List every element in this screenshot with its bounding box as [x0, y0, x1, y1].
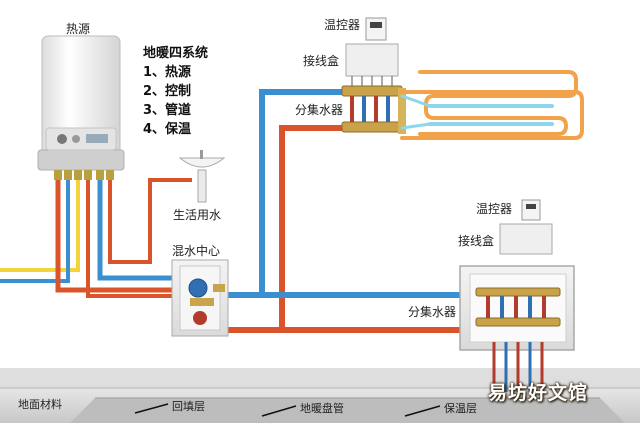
- boiler: [37, 35, 125, 180]
- junction-box-1-icon: [345, 43, 399, 86]
- system-list-item: 3、管道: [143, 103, 192, 118]
- system-list-item: 1、热源: [143, 65, 192, 80]
- system-list-title: 地暖四系统: [143, 46, 209, 61]
- thermostat-2-label: 温控器: [476, 202, 513, 216]
- leader-heating-coil: [261, 405, 297, 417]
- manifold-1-label: 分集水器: [295, 103, 344, 117]
- junction-box-2-label: 接线盒: [458, 234, 495, 248]
- thermostat-1-icon: [365, 17, 387, 41]
- junction-box-2-icon: [499, 223, 553, 255]
- manifold-2: [459, 265, 575, 392]
- pipe-network: [0, 89, 481, 333]
- floor-surface: [0, 368, 640, 388]
- domestic-water-label: 生活用水: [173, 208, 222, 222]
- system-list-item: 2、控制: [143, 84, 192, 99]
- mixing-center-label: 混水中心: [172, 244, 221, 258]
- floor-material-label: 地面材料: [18, 398, 62, 411]
- left-return-pipe: [0, 176, 70, 283]
- boiler-return-pipe: [97, 175, 181, 281]
- backfill-label: 回填层: [172, 400, 205, 413]
- system-list: 地暖四系统 1、热源 2、控制 3、管道 4、保温: [143, 44, 208, 139]
- junction-box-1-label: 接线盒: [303, 54, 340, 68]
- heat-source-label: 热源: [66, 22, 91, 36]
- thermostat-2-icon: [521, 199, 541, 221]
- thermostat-1-label: 温控器: [324, 18, 361, 32]
- heating-coil-label: 地暖盘管: [300, 402, 344, 415]
- ground-layers: [0, 368, 640, 423]
- return-from-manifold-1: [225, 125, 348, 333]
- leader-backfill: [134, 403, 169, 414]
- leader-insulation: [404, 405, 441, 417]
- domestic-water-pipe: [108, 176, 192, 264]
- mixing-center: [171, 259, 229, 337]
- backfill-layer: [70, 398, 625, 423]
- sink-icon: [178, 150, 226, 203]
- yellow-pipe: [0, 176, 80, 272]
- manifold-2-label: 分集水器: [408, 305, 457, 319]
- supply-to-manifold-1: [225, 89, 348, 298]
- manifold-1: [341, 85, 406, 134]
- boiler-supply-pipe: [55, 175, 181, 293]
- boiler-supply-pipe-2: [86, 176, 180, 298]
- system-list-item: 4、保温: [143, 122, 192, 137]
- insulation-label: 保温层: [444, 402, 477, 415]
- heating-coil: [400, 70, 584, 140]
- watermark: 易坊好文馆: [488, 382, 589, 404]
